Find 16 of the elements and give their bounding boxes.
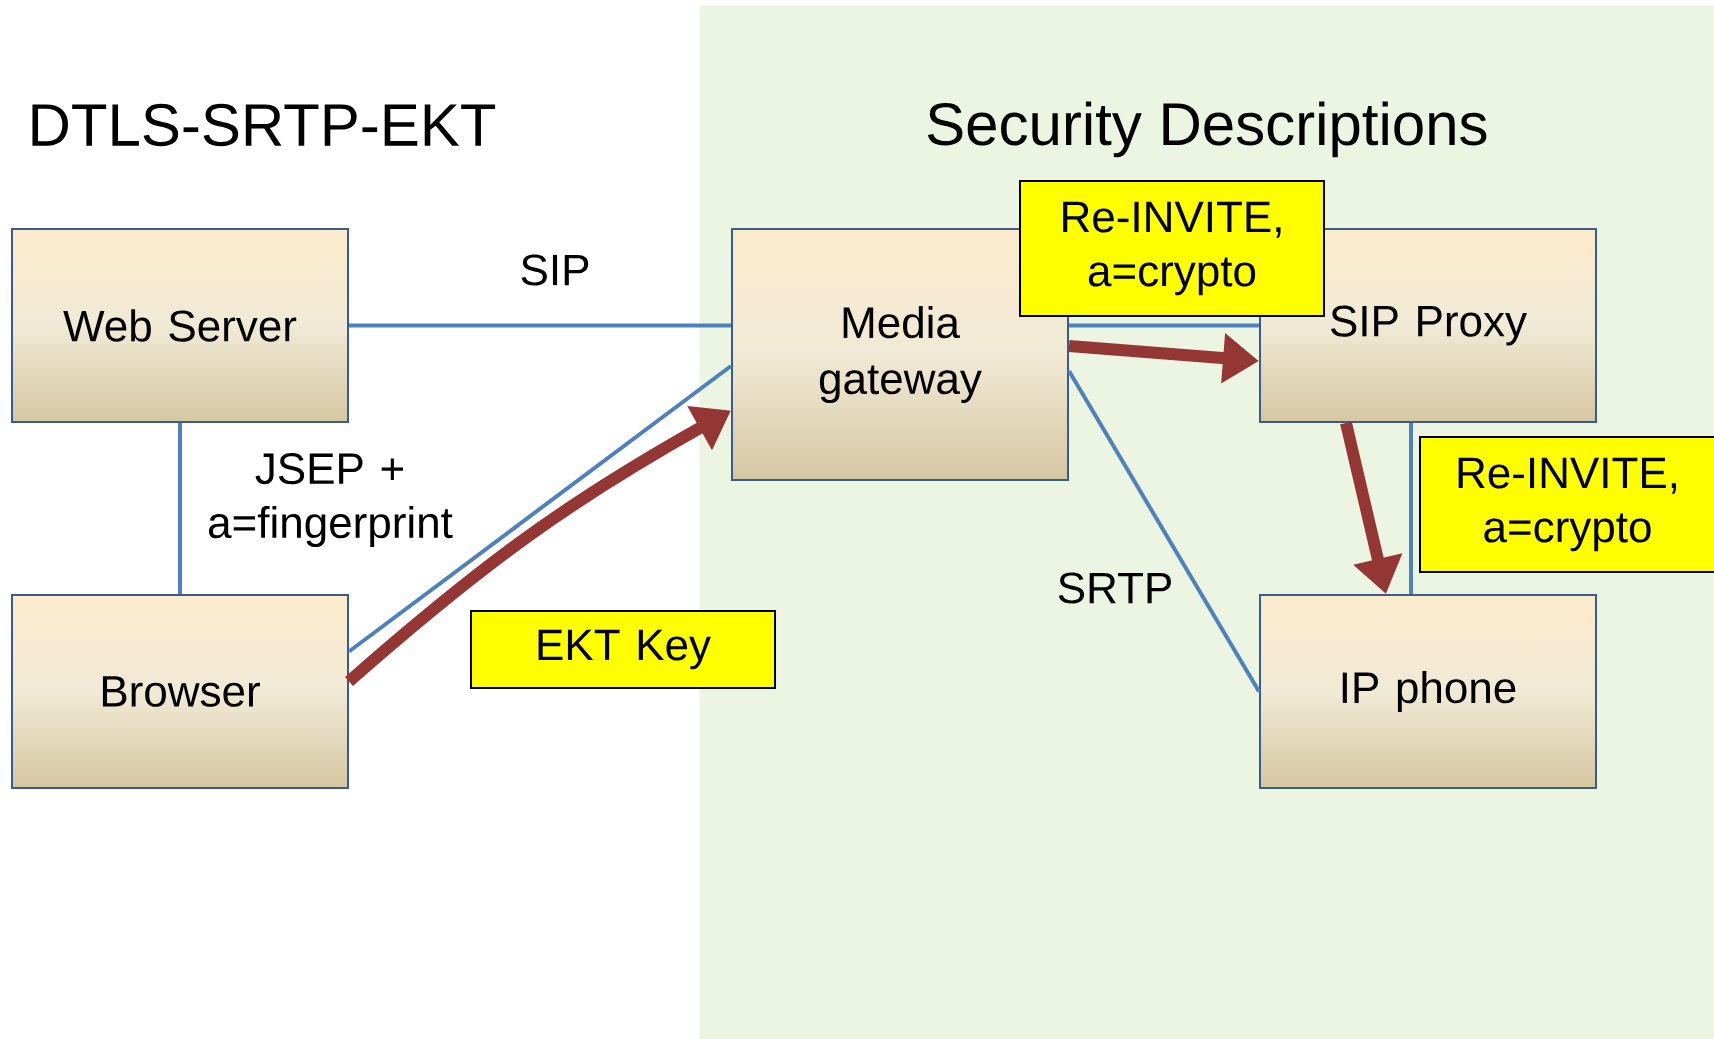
connector-line [1409,423,1413,594]
connector-line [347,364,733,654]
callout-box: Re-INVITE, a=crypto [1419,436,1714,573]
connector-line [1067,369,1261,693]
connector-line [178,423,182,594]
callout-box: Re-INVITE, a=crypto [1019,180,1325,317]
edge-label: SIP [521,254,589,286]
entity-box: IP phone [1259,594,1597,789]
callout-box: EKT Key [470,610,776,689]
entity-box: Web Server [11,228,349,423]
entity-box: Browser [11,594,349,789]
heading: DTLS-SRTP-EKT [32,103,496,147]
connector-line [349,323,731,328]
edge-label: JSEP + a=fingerprint [209,453,453,547]
connector-line [1069,323,1259,328]
edge-label: SRTP [1058,572,1171,604]
